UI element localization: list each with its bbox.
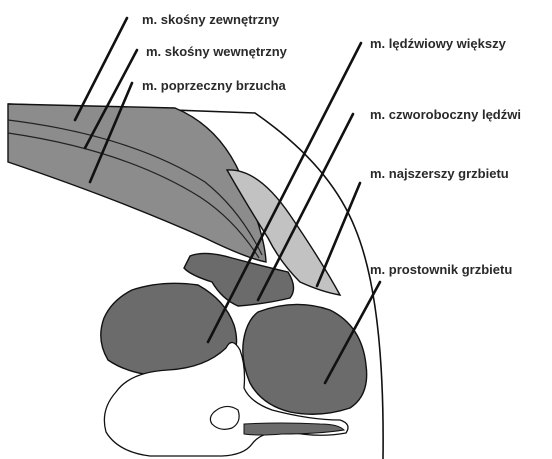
label-transversus: m. poprzeczny brzucha (142, 78, 287, 93)
leader-latissimus-dorsi (317, 183, 360, 286)
abdominal-wall-band (8, 104, 266, 262)
label-psoas-major: m. lędźwiowy większy (370, 36, 507, 51)
leader-external-oblique (75, 18, 127, 120)
label-internal-oblique: m. skośny wewnętrzny (146, 44, 288, 59)
label-external-oblique: m. skośny zewnętrzny (142, 12, 280, 27)
label-quadratus-lumborum: m. czworoboczny lędźwi (370, 107, 521, 122)
label-latissimus-dorsi: m. najszerszy grzbietu (370, 166, 509, 181)
erector-spinae-shape (243, 304, 367, 414)
label-erector-spinae: m. prostownik grzbietu (370, 262, 512, 277)
